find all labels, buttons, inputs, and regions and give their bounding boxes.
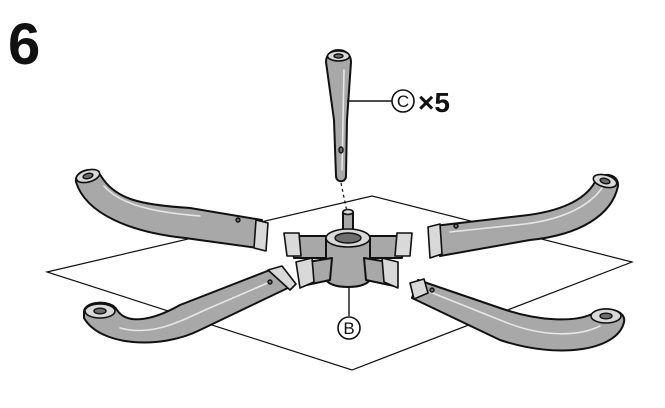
base-label-badge (337, 316, 361, 340)
leg-end-face (409, 278, 429, 300)
leg-end-face (267, 265, 297, 291)
leg-quantity: ×5 (418, 87, 450, 118)
leg-part-c (325, 49, 352, 183)
insert-guide-line (340, 182, 348, 213)
leg-label-letter: C (397, 92, 409, 111)
base-hub (283, 208, 413, 289)
leg-front-right (409, 278, 626, 352)
base-label-letter: B (343, 319, 354, 338)
leg-end-face (427, 223, 443, 259)
step-number: 6 (8, 12, 40, 77)
leg-label-badge (391, 89, 415, 113)
leg-front-left (83, 265, 297, 344)
leg-back-right (427, 173, 620, 259)
leg-back-left (74, 168, 269, 252)
leg-end-face (253, 219, 269, 252)
